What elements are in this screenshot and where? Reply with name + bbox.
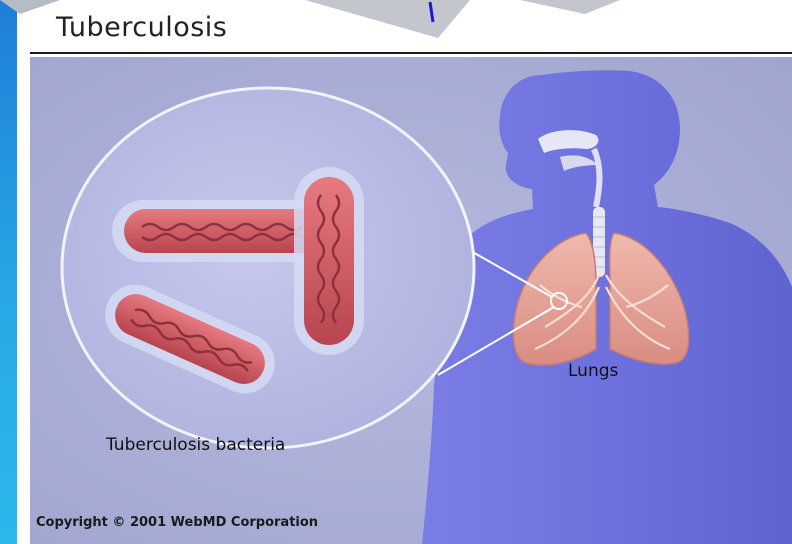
tuberculosis-illustration: Lungs Tuberculosis bacteria Copyright © … [30,57,792,544]
bacterium-vertical [294,167,364,355]
bacteria-label: Tuberculosis bacteria [106,435,285,455]
illustration-canvas [30,57,792,544]
title-divider [30,52,792,54]
magnified-view-lens [62,88,474,448]
lungs-label: Lungs [568,361,618,381]
decorative-swoosh-right [520,0,620,14]
copyright-notice: Copyright © 2001 WebMD Corporation [36,515,318,530]
accent-bar [0,0,17,544]
page-title: Tuberculosis [56,12,227,43]
decorative-swoosh-center [305,0,470,38]
decorative-swoosh-left [0,0,60,14]
